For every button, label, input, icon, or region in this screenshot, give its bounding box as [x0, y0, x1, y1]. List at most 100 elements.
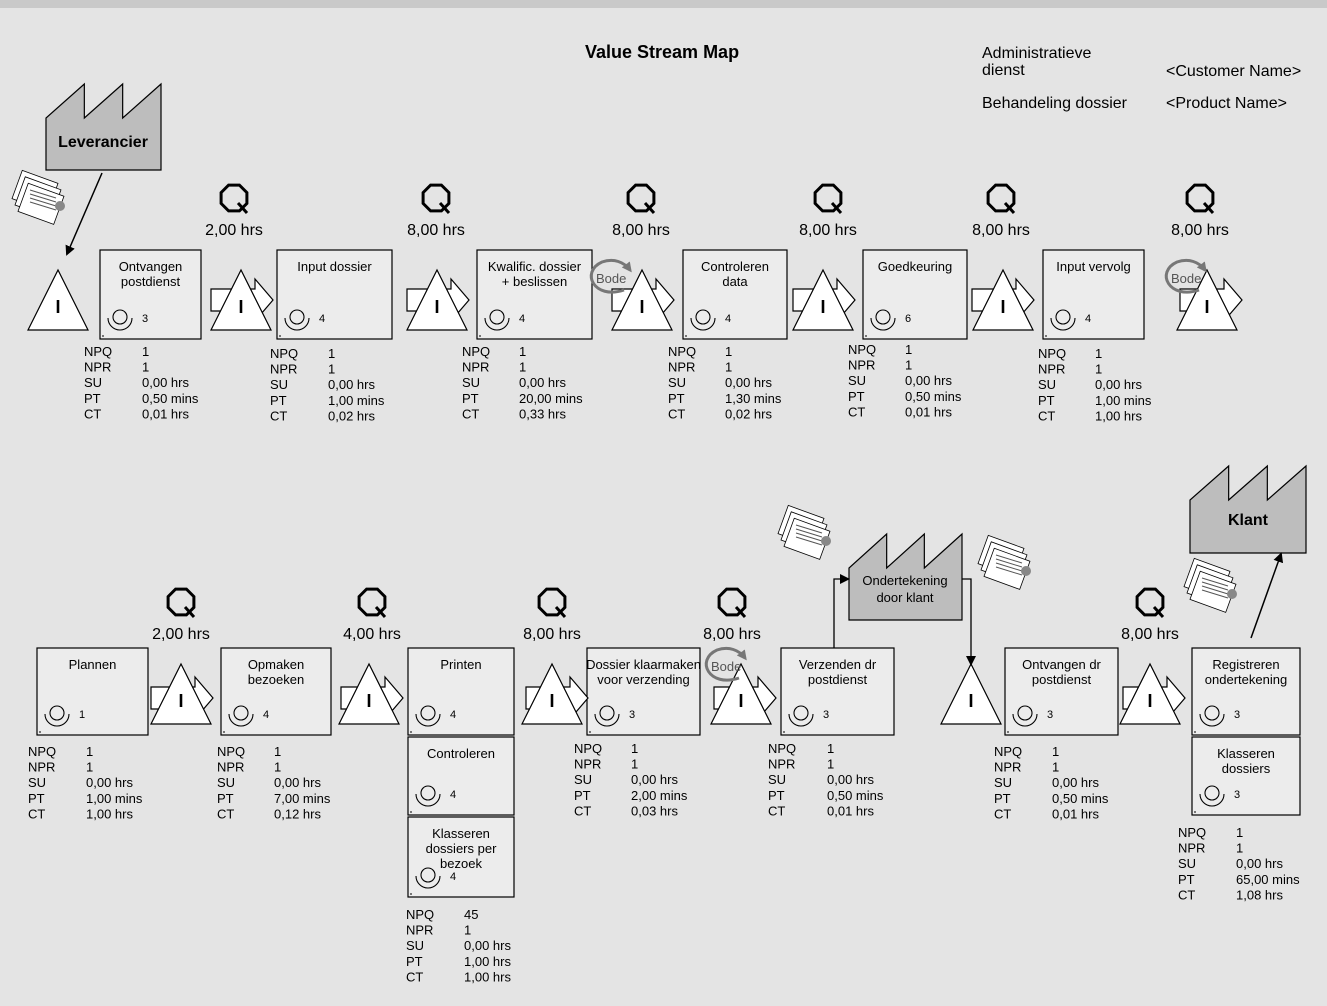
metric-key: NPR — [1038, 362, 1065, 377]
process-name: Ontvangen — [119, 259, 183, 274]
process-name: Verzenden dr — [799, 657, 877, 672]
document-stack-icon — [978, 535, 1031, 589]
inventory-mark: I — [968, 691, 973, 711]
queue-time-label: 8,00 hrs — [523, 626, 581, 643]
queue-time-label: 8,00 hrs — [972, 222, 1030, 239]
operator-count: 4 — [263, 709, 269, 721]
metric-block: NPQ1NPR1SU0,00 hrsPT0,50 minsCT0,01 hrs — [994, 744, 1109, 821]
customer-label: Klant — [1228, 512, 1269, 529]
queue-time-label: 8,00 hrs — [407, 222, 465, 239]
process-name: postdienst — [1032, 672, 1092, 687]
process-name: Controleren — [701, 259, 769, 274]
process-name: Ontvangen dr — [1022, 657, 1101, 672]
process-name: Klasseren — [432, 826, 490, 841]
metric-key: CT — [462, 406, 479, 421]
process-name: Input vervolg — [1056, 259, 1130, 274]
metric-key: CT — [848, 404, 865, 419]
inventory-mark: I — [434, 297, 439, 317]
metric-value: 1 — [86, 744, 93, 759]
metric-key: PT — [994, 791, 1011, 806]
metric-key: CT — [270, 408, 287, 423]
metric-block: NPQ1NPR1SU0,00 hrsPT65,00 minsCT1,08 hrs — [1178, 825, 1300, 902]
metric-value: 1 — [1052, 760, 1059, 775]
metric-key: SU — [668, 375, 686, 390]
queue-icon — [168, 589, 194, 617]
document-seal — [821, 536, 831, 546]
operator-count: 4 — [319, 313, 325, 325]
metric-key: NPR — [84, 360, 111, 375]
metric-value: 1 — [1095, 346, 1102, 361]
expedite-label: Bode — [711, 659, 741, 674]
metric-value: 1,00 hrs — [464, 954, 511, 969]
process-name: postdienst — [808, 672, 868, 687]
inventory-mark: I — [178, 691, 183, 711]
operator-count: 4 — [450, 789, 456, 801]
metric-value: 0,00 hrs — [827, 772, 874, 787]
metric-value: 1 — [142, 360, 149, 375]
metric-key: PT — [668, 391, 685, 406]
metric-key: NPR — [994, 760, 1021, 775]
metric-value: 1 — [631, 741, 638, 756]
queue-icon — [628, 185, 654, 213]
metric-value: 65,00 mins — [1236, 872, 1300, 887]
process-name: bezoek — [440, 856, 482, 871]
metric-value: 1,08 hrs — [1236, 887, 1283, 902]
process-box: Registrerenondertekening3 — [1192, 648, 1300, 735]
metric-key: SU — [28, 775, 46, 790]
queue-icon — [719, 589, 745, 617]
metric-key: SU — [1178, 856, 1196, 871]
inventory-mark: I — [639, 297, 644, 317]
metric-key: CT — [1038, 408, 1055, 423]
metric-key: NPQ — [1038, 346, 1066, 361]
metric-key: PT — [406, 954, 423, 969]
metric-value: 1 — [725, 360, 732, 375]
operator-count: 3 — [823, 709, 829, 721]
queue-icon — [988, 185, 1014, 213]
metric-value: 1 — [519, 360, 526, 375]
metric-value: 1 — [274, 760, 281, 775]
metric-key: CT — [84, 406, 101, 421]
metric-value: 1,00 mins — [1095, 393, 1152, 408]
operator-count: 6 — [905, 313, 911, 325]
metric-value: 0,01 hrs — [905, 404, 952, 419]
metric-key: SU — [848, 373, 866, 388]
operator-count: 4 — [725, 313, 731, 325]
metric-value: 1,00 hrs — [464, 969, 511, 984]
document-stack-icon — [12, 170, 65, 224]
customer-factory-icon-shape — [1190, 466, 1306, 553]
metric-key: PT — [1038, 393, 1055, 408]
process-box: Kwalific. dossier+ beslissen4 — [477, 250, 592, 339]
metric-block: NPQ1NPR1SU0,00 hrsPT1,00 minsCT0,02 hrs — [270, 346, 385, 423]
process-name: voor verzending — [597, 672, 690, 687]
metric-key: NPQ — [1178, 825, 1206, 840]
metric-key: NPR — [668, 360, 695, 375]
process-name: dossiers — [1222, 761, 1271, 776]
metric-key: NPQ — [462, 344, 490, 359]
metric-block: NPQ1NPR1SU0,00 hrsPT1,30 minsCT0,02 hrs — [668, 344, 782, 421]
metric-value: 0,50 mins — [1052, 791, 1109, 806]
process-name: + beslissen — [502, 274, 567, 289]
metric-key: NPQ — [994, 744, 1022, 759]
metric-value: 0,00 hrs — [1052, 775, 1099, 790]
expedite-label: Bode — [596, 271, 626, 286]
operator-count: 4 — [450, 709, 456, 721]
metric-block: NPQ1NPR1SU0,00 hrsPT1,00 minsCT1,00 hrs — [1038, 346, 1152, 423]
metric-key: NPQ — [768, 741, 796, 756]
metric-key: PT — [28, 791, 45, 806]
metric-value: 0,02 hrs — [328, 408, 375, 423]
document-seal — [1227, 589, 1237, 599]
operator-count: 3 — [142, 313, 148, 325]
metric-value: 20,00 mins — [519, 391, 583, 406]
inventory-mark: I — [1147, 691, 1152, 711]
metric-block: NPQ45NPR1SU0,00 hrsPT1,00 hrsCT1,00 hrs — [406, 907, 511, 984]
queue-time-label: 2,00 hrs — [152, 626, 210, 643]
queue-time-label: 2,00 hrs — [205, 222, 263, 239]
supplier-factory-icon-shape — [46, 84, 161, 170]
metric-key: CT — [406, 969, 423, 984]
metric-value: 0,03 hrs — [631, 803, 678, 818]
document-stack-icon — [778, 505, 831, 559]
queue-time-label: 8,00 hrs — [1171, 222, 1229, 239]
